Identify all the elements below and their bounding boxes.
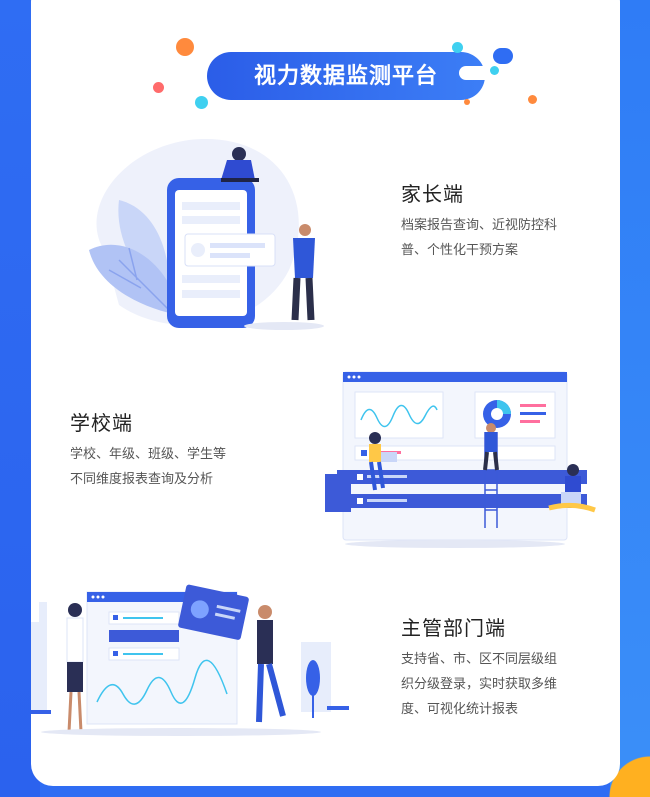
content-card: 视力数据监测平台 家长端 档案报告查询、近视防控科 普、个性化干预方案	[31, 0, 620, 786]
government-illustration	[31, 584, 349, 736]
decor-dot	[153, 82, 164, 93]
decor-dot	[195, 96, 208, 109]
decor-dot	[464, 99, 470, 105]
section-desc-school: 学校、年级、班级、学生等 不同维度报表查询及分析	[70, 441, 226, 491]
desc-line: 学校、年级、班级、学生等	[70, 446, 227, 461]
decor-dot	[528, 95, 537, 104]
decor-dot	[490, 66, 499, 75]
desc-line: 度、可视化统计报表	[401, 701, 519, 716]
decor-dot	[176, 38, 194, 56]
decor-dot	[493, 48, 513, 64]
desc-line: 不同维度报表查询及分析	[70, 471, 214, 486]
parent-illustration	[89, 139, 324, 330]
desc-line: 支持省、市、区不同层级组	[401, 651, 558, 666]
banner-pill	[207, 52, 485, 100]
school-illustration	[325, 371, 596, 548]
section-desc-government: 支持省、市、区不同层级组 织分级登录，实时获取多维 度、可视化统计报表	[401, 646, 557, 721]
desc-line: 档案报告查询、近视防控科	[401, 217, 558, 232]
section-title-government: 主管部门端	[401, 618, 506, 640]
section-desc-parent: 档案报告查询、近视防控科 普、个性化干预方案	[401, 212, 557, 262]
section-title-school: 学校端	[70, 413, 133, 435]
title-banner: 视力数据监测平台	[207, 52, 485, 100]
desc-line: 普、个性化干预方案	[401, 242, 519, 257]
decor-dot	[452, 42, 463, 53]
decor-pill	[459, 66, 495, 80]
page-title: 视力数据监测平台	[253, 63, 438, 88]
desc-line: 织分级登录，实时获取多维	[401, 676, 558, 691]
section-title-parent: 家长端	[401, 184, 464, 206]
